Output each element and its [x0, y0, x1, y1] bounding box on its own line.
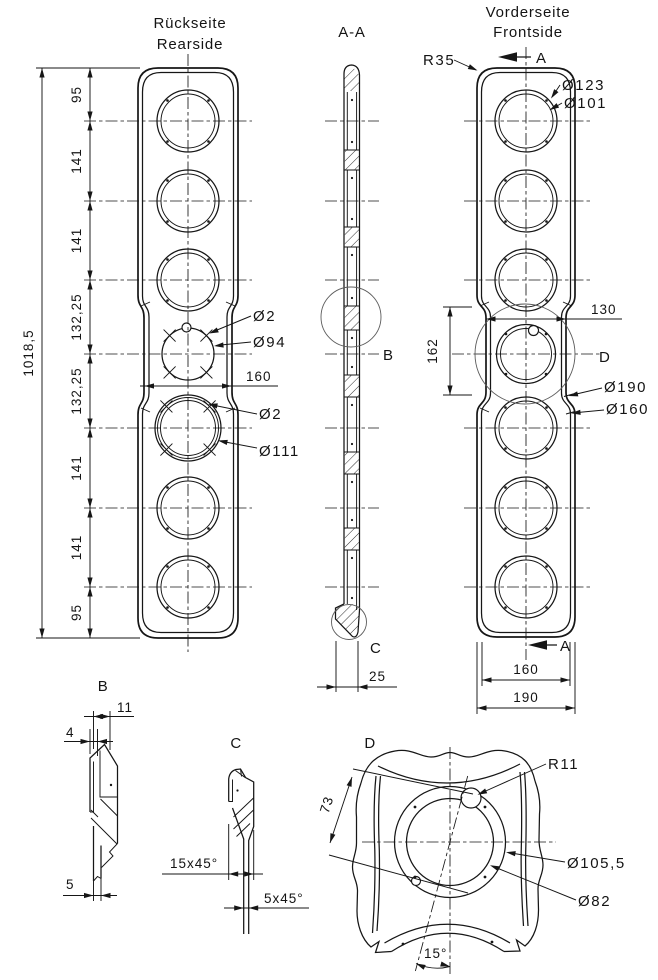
- front-boss-inner-callout: Ø160: [606, 401, 649, 418]
- rear-center-bore-callout: Ø94: [253, 334, 286, 351]
- front-waist-height-dim: 162: [425, 338, 440, 364]
- rear-chain-dim-5: 132,25: [69, 367, 84, 414]
- detail-c-circle: [331, 604, 367, 640]
- rear-center-bore-notch: [181, 322, 192, 333]
- detail-b-title: B: [98, 678, 109, 695]
- detail-c-title: C: [230, 735, 241, 752]
- front-title-en: Frontside: [493, 24, 563, 41]
- rear-chain-dim-7: 141: [69, 535, 84, 561]
- section-cut-arrow-top: [498, 52, 517, 62]
- detail-b-flange-dim: 4: [66, 725, 75, 740]
- section-view: A-A: [317, 24, 397, 692]
- rear-lower-bore-callout: Ø111: [259, 443, 300, 460]
- detail-d-title: D: [364, 735, 375, 752]
- detail-d-angle-dim: 15°: [424, 946, 447, 961]
- section-cut-arrow-bottom: [528, 640, 547, 650]
- detail-b-stem-dim: 5: [66, 877, 75, 892]
- detail-b-dimensions: 11 4 5: [63, 700, 134, 901]
- rear-title-de: Rückseite: [153, 15, 226, 32]
- detail-b-circle: [320, 286, 382, 348]
- section-thickness-dim: 25: [317, 641, 397, 692]
- section-thickness-value: 25: [369, 669, 386, 684]
- rear-chain-dim-6: 141: [69, 455, 84, 481]
- front-plate-outline: [476, 67, 576, 638]
- detail-d-marker: D: [599, 349, 610, 366]
- front-ring-inner-callout: Ø101: [564, 95, 607, 112]
- front-width-outer-dim: 190: [513, 690, 539, 705]
- rear-centerlines: [84, 54, 252, 652]
- front-ring-outer-callout: Ø123: [562, 77, 605, 94]
- front-centerlines: [452, 47, 600, 660]
- detail-b-marker: B: [383, 347, 394, 364]
- rear-dimensions: 1018,5 95 141 141 132,25 132,25 141 141 …: [21, 67, 300, 639]
- detail-d-circle: [474, 303, 576, 405]
- detail-view-b: B 11 4 5: [63, 678, 134, 901]
- detail-d-distance-dim: 73: [317, 794, 337, 815]
- front-boss-outer-callout: Ø190: [604, 379, 647, 396]
- front-waist-width-dim: 130: [591, 302, 617, 317]
- rear-pin-bottom-callout: Ø2: [259, 406, 282, 423]
- rear-chain-dim-2: 141: [69, 148, 84, 174]
- rear-plate-outline: [137, 67, 239, 639]
- front-title-de: Vorderseite: [486, 4, 571, 21]
- rear-total-height-dim: 1018,5: [21, 329, 36, 376]
- front-width-inner-dim: 160: [513, 662, 539, 677]
- detail-view-d: D 73 R11: [317, 735, 626, 974]
- rear-chain-dim-4: 132,25: [69, 293, 84, 340]
- detail-c-chamfer-small-dim: 5x45°: [264, 891, 304, 906]
- detail-d-radius-callout: R11: [548, 756, 579, 773]
- detail-c-chamfer-large-dim: 15x45°: [170, 856, 218, 871]
- detail-view-c: C 15x45° 5x45°: [162, 735, 309, 934]
- detail-d-dimensions: 73 R11 Ø105,5 Ø82 15°: [317, 756, 626, 970]
- section-centerlines: [325, 120, 379, 588]
- section-label-top: A: [536, 50, 547, 67]
- front-section-arrows: A A: [498, 50, 571, 655]
- section-webs: [344, 149, 360, 551]
- front-corner-radius-callout: R35: [423, 52, 455, 69]
- detail-c-marker: C: [370, 640, 381, 657]
- detail-b-shape: [89, 743, 119, 882]
- rear-chain-dim-8: 95: [69, 604, 84, 621]
- detail-d-bore-outer-callout: Ø105,5: [567, 855, 626, 872]
- section-label-bottom: A: [560, 638, 571, 655]
- detail-c-shape: [228, 768, 255, 934]
- detail-d-bore-inner-callout: Ø82: [578, 893, 611, 910]
- rear-pin-top-callout: Ø2: [253, 308, 276, 325]
- detail-c-dimensions: 15x45° 5x45°: [162, 824, 309, 911]
- rear-plate-inner-outline: [141, 71, 235, 634]
- front-view: Vorderseite Frontside D: [423, 4, 649, 714]
- front-dimensions: R35 Ø123 Ø101 130 162 Ø190 Ø160 160 190: [423, 52, 649, 714]
- rear-view: Rückseite Rearside: [21, 15, 300, 652]
- section-strip: [334, 64, 361, 638]
- rear-chain-dim-1: 95: [69, 86, 84, 103]
- section-title: A-A: [338, 24, 365, 41]
- detail-d-centerlines: [362, 747, 556, 974]
- rear-title-en: Rearside: [157, 36, 223, 53]
- section-dots: [350, 98, 354, 600]
- front-plate-inner-outline: [480, 71, 572, 634]
- rear-width-dim: 160: [246, 369, 272, 384]
- detail-b-width-dim: 11: [117, 700, 133, 715]
- rear-chain-dim-3: 141: [69, 228, 84, 254]
